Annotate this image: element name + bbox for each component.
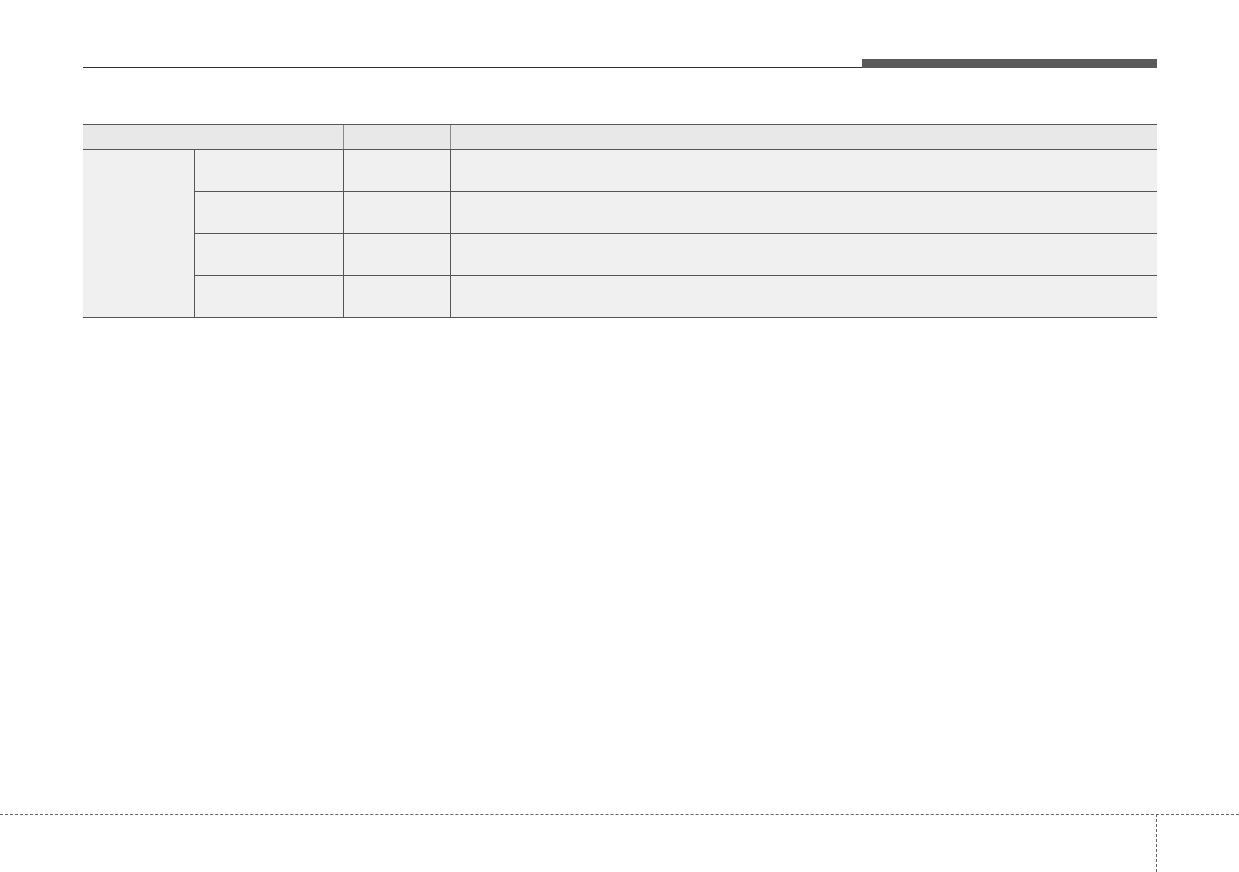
- footer-dashed-rule: [0, 814, 1239, 815]
- table-cell-item: [193, 275, 343, 318]
- table-cell-value: [342, 191, 450, 234]
- table-row: [83, 233, 1157, 276]
- table-cell-item: [193, 149, 343, 192]
- table-row: [83, 191, 1157, 234]
- table-cell-value: [342, 275, 450, 318]
- header-rule: [83, 67, 1157, 68]
- table-cell-description: [449, 275, 1157, 318]
- table-cell-value: [342, 149, 450, 192]
- table-header-row: [83, 124, 1157, 150]
- footer-page-divider: [1156, 814, 1157, 872]
- row-group-label: [83, 149, 194, 318]
- spec-table: [83, 124, 1157, 318]
- table-cell-description: [449, 149, 1157, 192]
- table-cell-item: [193, 233, 343, 276]
- table-cell-value: [342, 233, 450, 276]
- table-row: [83, 275, 1157, 318]
- column-header-item: [83, 124, 343, 150]
- column-header-description: [449, 124, 1157, 150]
- table-row: [83, 149, 1157, 318]
- table-cell-item: [193, 191, 343, 234]
- table-cell-description: [449, 233, 1157, 276]
- table-cell-description: [449, 191, 1157, 234]
- section-tab: [862, 59, 1157, 68]
- column-header-value: [342, 124, 450, 150]
